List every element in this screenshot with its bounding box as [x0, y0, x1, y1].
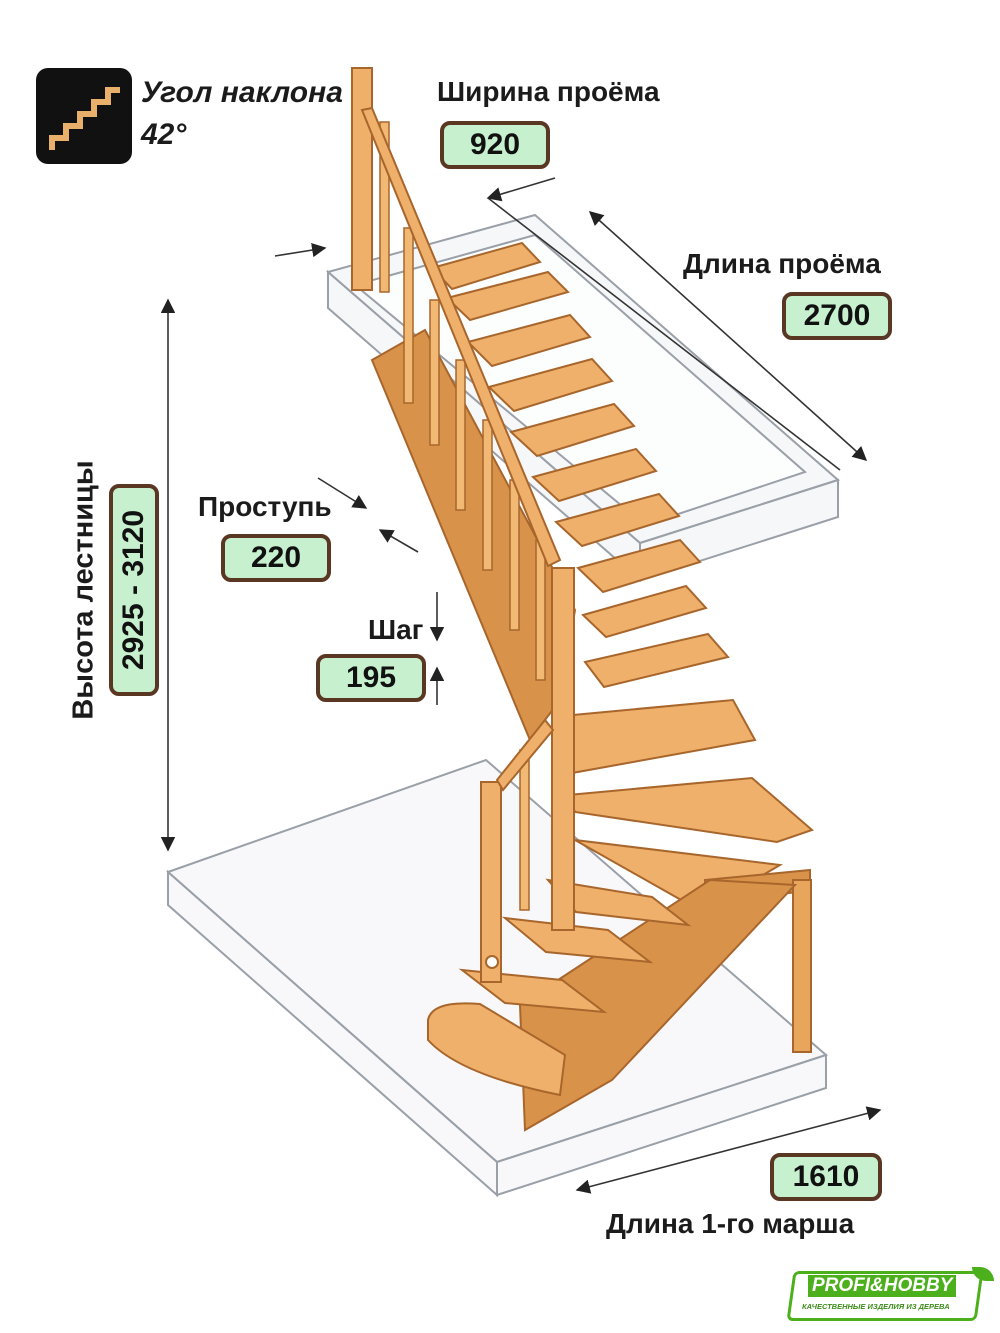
- logo-tagline: КАЧЕСТВЕННЫЕ ИЗДЕЛИЯ ИЗ ДЕРЕВА: [802, 1302, 950, 1311]
- stairs-icon: [36, 68, 132, 164]
- tread-badge: 220: [221, 534, 331, 582]
- opening-width-badge: 920: [440, 121, 550, 169]
- opening-width-label: Ширина проёма: [437, 76, 660, 107]
- first-flight-length-badge: 1610: [770, 1153, 882, 1201]
- winder-treads: [566, 698, 814, 906]
- dimension-lines: [160, 177, 882, 1194]
- leaf-icon: [972, 1267, 994, 1281]
- logo-name: PROFI&HOBBY: [808, 1275, 957, 1297]
- angle-title: Угол наклона: [141, 76, 343, 109]
- brand-logo: PROFI&HOBBY КАЧЕСТВЕННЫЕ ИЗДЕЛИЯ ИЗ ДЕРЕ…: [786, 1267, 994, 1327]
- stair-height-badge: 2925 - 3120: [109, 484, 159, 696]
- first-flight-length-label: Длина 1-го марша: [606, 1208, 855, 1239]
- opening-length-label: Длина проёма: [683, 248, 881, 279]
- stair-height-label: Высота лестницы: [67, 460, 100, 720]
- balusters: [379, 121, 546, 911]
- handrails: [360, 106, 562, 792]
- newel-posts: [351, 67, 575, 983]
- tread-label: Проступь: [198, 491, 332, 522]
- opening-length-badge: 2700: [782, 292, 892, 340]
- step-badge: 195: [316, 654, 426, 702]
- lower-stringer: [518, 878, 798, 1132]
- step-label: Шаг: [368, 614, 424, 645]
- angle-value: 42°: [141, 118, 187, 151]
